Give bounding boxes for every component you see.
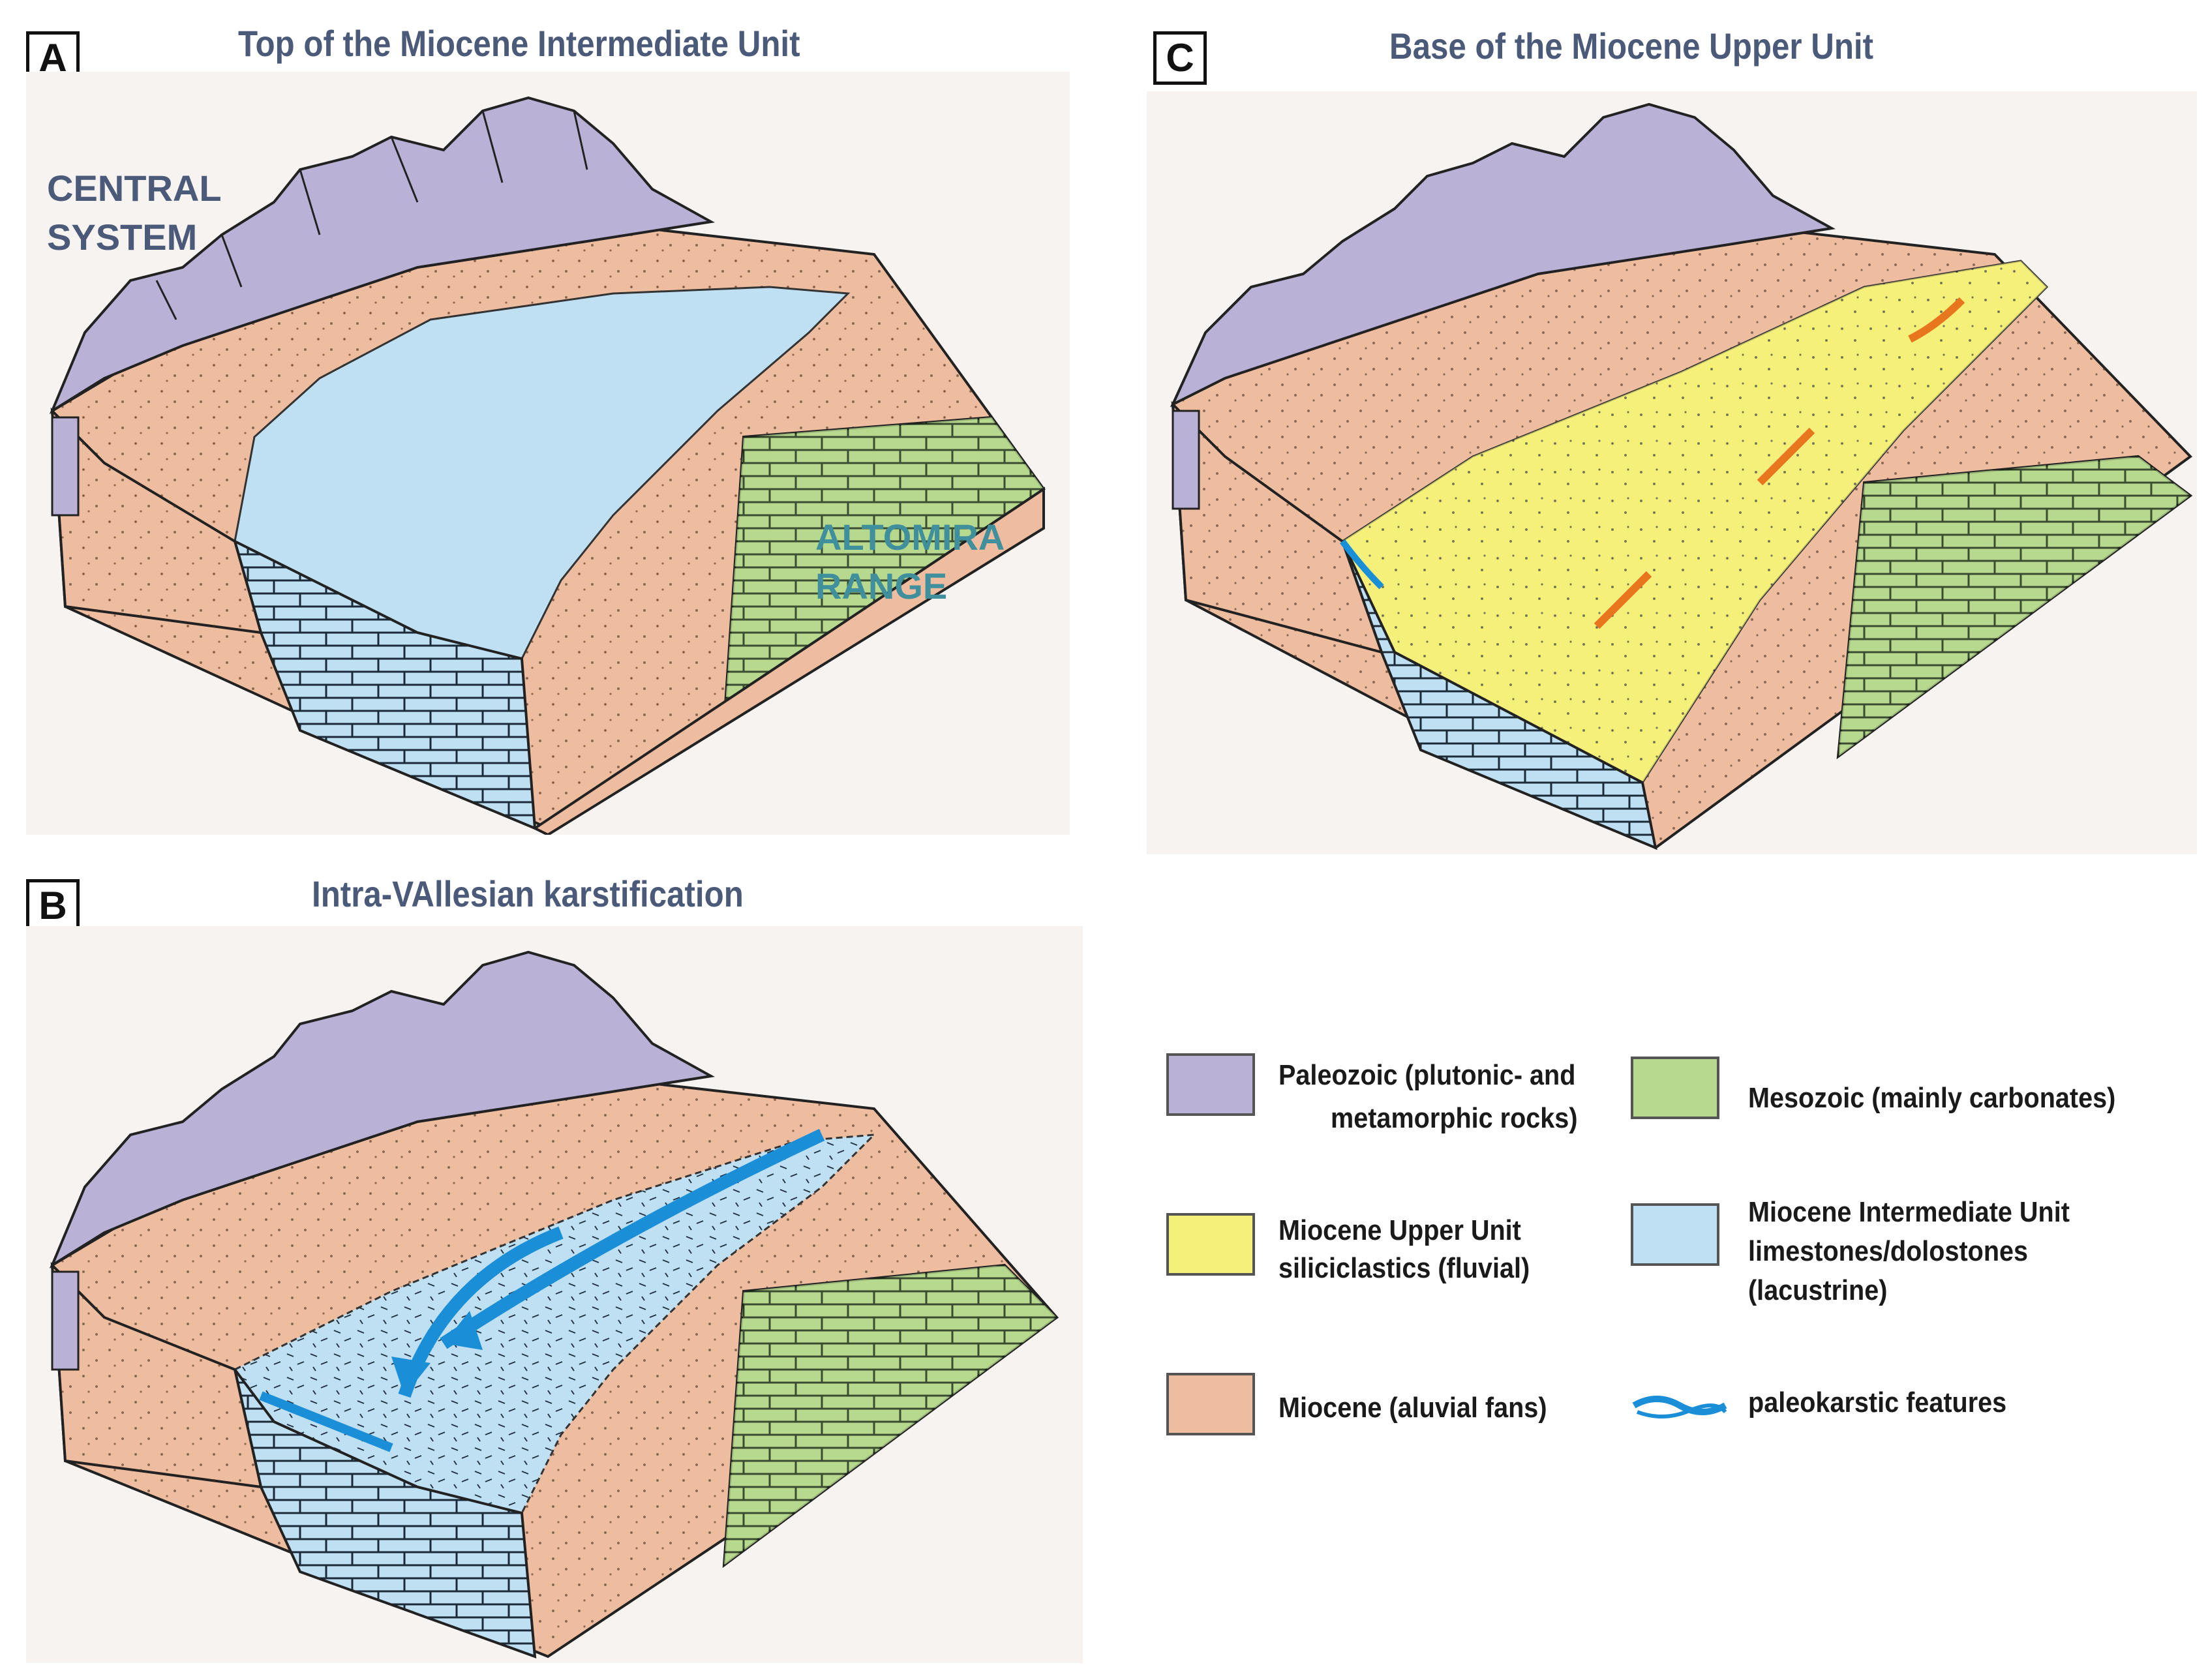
flow-arrow-1 [1908,297,1965,343]
legend-upper-line2: siliciclastics (fluvial) [1278,1252,1530,1284]
legend-paleozoic-line2: metamorphic rocks) [1331,1102,1578,1134]
legend-mesozoic: Mesozoic (mainly carbonates) [1748,1082,2116,1114]
panel-c-letter: C [1153,31,1207,85]
central-system-mountains [49,96,716,415]
legend-swatch-paleozoic [1166,1053,1255,1116]
legend-intermediate-line2: limestones/dolostones [1748,1235,2029,1267]
legend-paleokarst: paleokarstic features [1748,1387,2007,1418]
legend-intermediate-line1: Miocene Intermediate Unit [1748,1196,2070,1228]
legend-swatch-alluvial [1166,1373,1255,1435]
panel-c-block-diagram [1147,91,2197,854]
legend-swatch-upper-unit [1166,1213,1255,1276]
central-system-mountains [1170,102,1836,408]
karst-flow-arrow-1 [440,1128,825,1349]
panel-a-title: Top of the Miocene Intermediate Unit [238,23,800,64]
panel-a-block-diagram [26,72,1070,835]
front-face-limestone [234,1368,537,1658]
flow-arrow-3 [1594,571,1652,629]
panel-c-title: Base of the Miocene Upper Unit [1389,25,1874,67]
central-system-label-line1: CENTRAL [47,168,222,209]
legend-swatch-intermediate-unit [1631,1203,1719,1266]
altomira-label-line1: ALTOMIRA [815,517,1005,558]
central-system-label-line2: SYSTEM [47,217,198,258]
legend-swatch-paleokarst [1632,1396,1727,1418]
flow-arrow-2 [1757,427,1815,486]
legend-alluvial: Miocene (aluvial fans) [1278,1392,1547,1424]
legend-upper-line1: Miocene Upper Unit [1278,1214,1521,1246]
legend-intermediate-line3: (lacustrine) [1748,1274,1888,1306]
panel-b-letter: B [26,879,80,933]
panel-b-title: Intra-VAllesian karstification [312,873,744,914]
legend-paleozoic-line1: Paleozoic (plutonic- and [1278,1059,1576,1091]
paleokarst-band [259,1391,393,1452]
panel-b-block-diagram [26,926,1083,1663]
central-system-mountains [49,950,716,1269]
right-face [532,487,1045,835]
legend-swatch-mesozoic [1631,1057,1719,1119]
altomira-label-line2: RANGE [815,565,948,607]
